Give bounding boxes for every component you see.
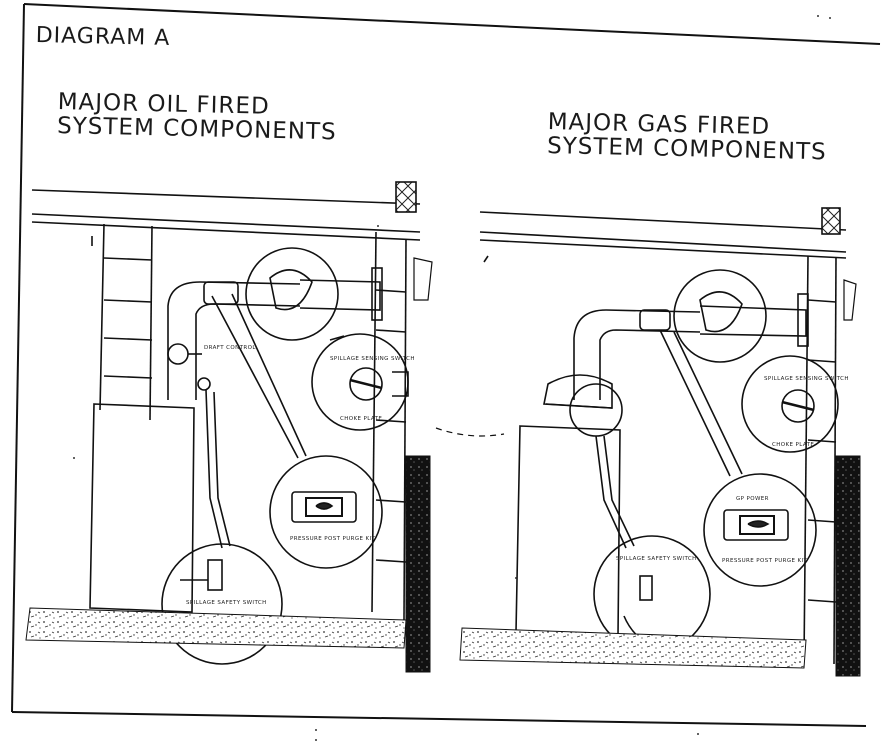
gas-callout-gp-power: GP POWER xyxy=(736,496,769,502)
panel-connector-dashes xyxy=(436,428,504,436)
gas-callout-choke-plate: CHOKE PLATE xyxy=(772,442,814,448)
oil-callout-post-purge: PRESSURE POST PURGE KIT xyxy=(290,536,376,542)
oil-callout-spillage-safety: SPILLAGE SAFETY SWITCH xyxy=(186,600,267,606)
gas-masonry-strip xyxy=(836,456,860,676)
oil-masonry-strip xyxy=(406,456,430,672)
oil-callouts: DRAFT CONTROL SPILLAGE SENSING SWITCH CH… xyxy=(186,345,415,606)
oil-panel-title: MAJOR OIL FIRED SYSTEM COMPONENTS xyxy=(57,90,338,145)
oil-callout-spillage-sensing: SPILLAGE SENSING SWITCH xyxy=(330,356,415,362)
oil-gravel-floor xyxy=(26,608,406,648)
diagram-title: DIAGRAM A xyxy=(35,24,170,50)
oil-callout-draft-control: DRAFT CONTROL xyxy=(204,345,256,351)
oil-system-drawing xyxy=(32,182,432,664)
gas-system-drawing xyxy=(480,208,856,664)
gas-callout-spillage-safety: SPILLAGE SAFETY SWITCH xyxy=(616,556,697,562)
gas-panel-title: MAJOR GAS FIRED SYSTEM COMPONENTS xyxy=(547,110,828,165)
gas-callout-spillage-sensing: SPILLAGE SENSING SWITCH xyxy=(764,376,849,382)
gas-gravel-floor xyxy=(460,628,806,668)
gas-callout-post-purge: PRESSURE POST PURGE KIT xyxy=(722,558,808,564)
oil-callout-choke-plate: CHOKE PLATE xyxy=(340,416,382,422)
